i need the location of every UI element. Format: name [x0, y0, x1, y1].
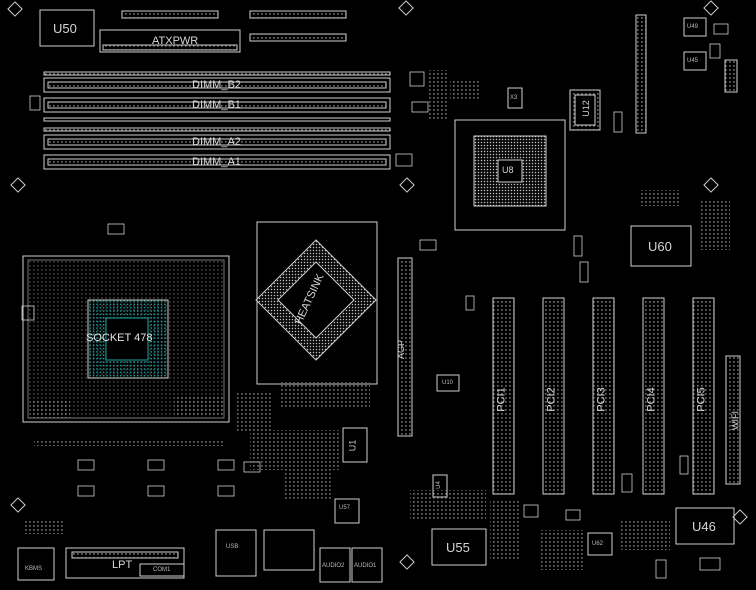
audio2-connector: [319, 547, 351, 583]
top-header-1: [121, 10, 219, 19]
u12-label: U12: [580, 100, 591, 117]
top-header-2: [249, 10, 347, 19]
dimm-b1-slot: [43, 97, 391, 113]
u55-chip: [431, 528, 487, 566]
lpt-connector: [65, 547, 185, 579]
southbridge-outline: [454, 119, 566, 231]
dimm-b1-label: DIMM_B1: [192, 99, 241, 111]
wifi-slot: [725, 355, 741, 485]
socket-label: SOCKET 478: [86, 332, 153, 344]
u62-label: U62: [592, 541, 604, 547]
u50-chip: [39, 9, 95, 47]
atx-outline: [99, 29, 241, 53]
u46-chip: [675, 507, 735, 545]
pci5-slot: [692, 297, 715, 495]
pin-rows: [24, 70, 730, 570]
u46-label: U46: [692, 519, 716, 534]
x3-crystal: [507, 87, 523, 109]
kbms-label: KBMS: [25, 566, 43, 572]
lan-connector: [263, 529, 315, 571]
com1-connector: [139, 563, 185, 577]
kbms-connector: [17, 547, 55, 581]
dimm-a2-label: DIMM_A2: [192, 136, 241, 148]
u57-chip: [334, 498, 360, 524]
pci4-label: PCI4: [645, 387, 658, 412]
u60-label: U60: [648, 239, 672, 254]
dimm-a2-slot: [43, 134, 391, 150]
u10-label: U10: [442, 380, 454, 386]
lpt-label: LPT: [112, 559, 133, 571]
top-header-3: [249, 33, 347, 42]
u57-label: U57: [339, 505, 351, 511]
u62-chip: [587, 532, 613, 556]
right-header-1: [635, 14, 647, 134]
pci3-slot: [592, 297, 615, 495]
pci2-slot: [542, 297, 565, 495]
u4-label: U4: [435, 481, 442, 489]
u49-label: U49: [687, 24, 699, 30]
pci5-label: PCI5: [695, 387, 708, 412]
u1-chip: [342, 427, 368, 463]
u50-label: U50: [53, 21, 77, 36]
u10-chip: [436, 374, 460, 392]
u45-label: U45: [687, 58, 699, 64]
dimm-a1-slot: [43, 154, 391, 170]
u49-chip: [683, 17, 707, 37]
u55-label: U55: [446, 540, 470, 555]
com1-label: COM1: [153, 567, 171, 573]
pci1-label: PCI1: [495, 387, 508, 412]
atx-pins: [102, 44, 238, 51]
dimm-a1-label: DIMM_A1: [192, 156, 241, 168]
mounting-holes: [7, 0, 748, 570]
u45-chip: [683, 51, 707, 71]
agp-label: AGP: [396, 339, 407, 360]
agp-slot: [397, 257, 413, 437]
dimm-b2-slot: [43, 77, 391, 93]
atxpwr-label: ATXPWR: [152, 35, 199, 47]
audio2-label: AUDIO2: [322, 563, 345, 569]
pci3-label: PCI3: [595, 387, 608, 412]
usb-connector: [215, 529, 257, 577]
pci2-label: PCI2: [545, 387, 558, 412]
u1-label: U1: [347, 439, 358, 452]
x3-label: X3: [510, 95, 518, 101]
audio1-connector: [351, 547, 383, 583]
u60-chip: [630, 225, 692, 267]
pci4-slot: [642, 297, 665, 495]
right-header-2: [724, 59, 738, 93]
u8-label: U8: [502, 165, 514, 175]
audio1-label: AUDIO1: [354, 563, 377, 569]
dimm-b2-label: DIMM_B2: [192, 79, 241, 91]
pci1-slot: [492, 297, 515, 495]
cpu-socket-outline: [22, 255, 230, 423]
usb-label: USB: [226, 544, 239, 550]
wifi-label: WIFI: [730, 411, 740, 430]
